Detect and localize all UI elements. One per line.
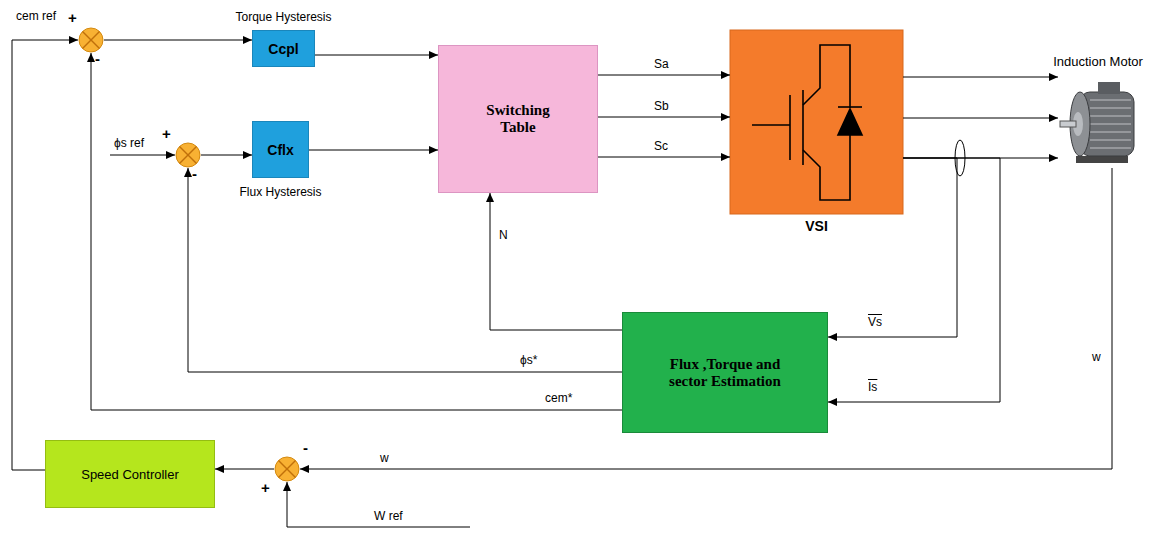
block-label: Flux ,Torque and sector Estimation: [655, 356, 795, 390]
hysteresis-box: Torque HysteresisCcpl: [252, 30, 315, 67]
summing-circle: [175, 142, 201, 168]
hysteresis-box: CflxFlux Hysteresis: [252, 121, 309, 178]
summing-circle: [78, 27, 104, 53]
block-label: Ccpl: [268, 41, 298, 57]
block-heading: Torque Hysteresis: [235, 10, 331, 24]
block-label: Speed Controller: [81, 467, 179, 482]
wire-label: cem*: [543, 391, 574, 405]
sign-symbol: +: [261, 481, 270, 495]
wire-label: Sa: [652, 57, 671, 71]
sign-symbol: +: [162, 127, 171, 141]
signal-wire: [12, 40, 78, 470]
signal-name: W ref: [372, 509, 405, 523]
summing-circle: [274, 456, 300, 482]
sign-symbol: -: [192, 167, 197, 181]
wire-label: ϕs*: [518, 353, 539, 367]
signal-wire: [828, 158, 1000, 402]
sign-symbol: -: [95, 52, 100, 66]
summing-junction: +-: [175, 142, 201, 168]
block-caption: Flux Hysteresis: [239, 185, 321, 199]
signal-wire: [598, 117, 730, 118]
estimator-box: Flux ,Torque and sector Estimation: [622, 312, 828, 433]
signal-name: w: [1090, 350, 1103, 364]
signal-wire: [828, 158, 957, 337]
block-label: Cflx: [267, 142, 293, 158]
block-caption: VSI: [805, 218, 828, 234]
motor-picture: [1060, 82, 1134, 163]
wire-label: cem ref: [14, 9, 58, 23]
signal-wire: [903, 118, 1058, 119]
wire-label: Vs: [866, 315, 884, 329]
block-label: Switching Table: [471, 102, 566, 136]
wire-label: Is: [866, 380, 879, 394]
speed-controller: Speed Controller: [45, 440, 215, 508]
signal-wire: [598, 157, 730, 158]
signal-wire: [188, 168, 622, 372]
signal-wire: [104, 40, 252, 41]
signal-wire: [315, 55, 438, 56]
signal-wire: [215, 469, 274, 470]
signal-wire: [201, 155, 252, 156]
induction-motor: Induction Motor: [1058, 78, 1138, 168]
signal-wire: [309, 150, 438, 151]
switching-table: Switching Table: [438, 45, 598, 193]
summing-junction: +-: [78, 27, 104, 53]
flux-reference-wire: [110, 155, 175, 156]
wire-label: w: [378, 451, 391, 465]
inverter: VSI: [730, 30, 903, 214]
signal-name: ϕs ref: [112, 136, 146, 150]
inverter-box: [730, 30, 903, 214]
signal-wire: [300, 168, 1112, 469]
signal-wire: [91, 53, 622, 410]
block-heading: Induction Motor: [1053, 54, 1143, 69]
summing-junction: -+: [274, 456, 300, 482]
wire-label: Sb: [652, 99, 671, 113]
sign-symbol: -: [303, 441, 308, 455]
igbt-symbol: [752, 45, 862, 200]
signal-wire: [598, 75, 730, 76]
wire-label: Sc: [652, 139, 670, 153]
wire-label: N: [497, 228, 510, 242]
sign-symbol: +: [68, 11, 77, 25]
signal-wire: [903, 77, 1058, 78]
speed-reference-wire: [287, 482, 470, 527]
signal-wire: [490, 193, 622, 330]
